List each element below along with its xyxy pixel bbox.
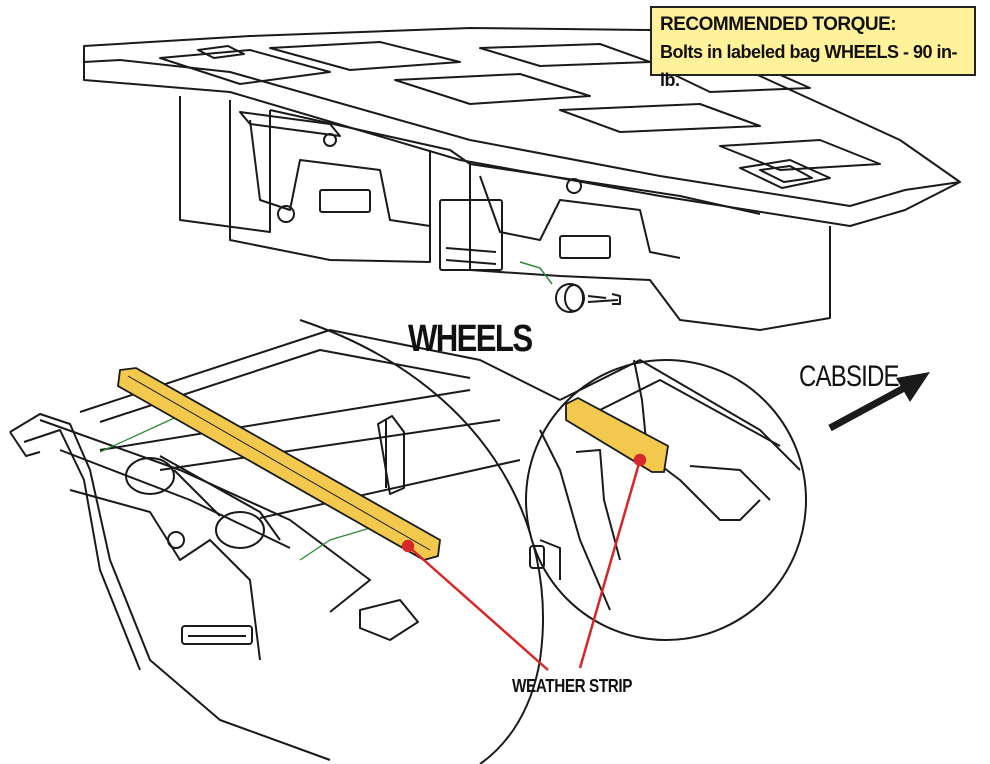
weather-strip-left	[117, 367, 441, 561]
detail-view	[525, 359, 807, 641]
weather-strip-detail	[565, 396, 669, 473]
arrow-up-right-icon	[828, 372, 930, 432]
toolbox-top-view	[83, 27, 961, 331]
torque-body: Bolts in labeled bag WHEELS - 90 in-lb.	[660, 42, 958, 90]
weather-strip-label: WEATHER STRIP	[512, 676, 632, 696]
wheel-guide-line	[519, 261, 553, 285]
wheels-label: WHEELS	[408, 318, 533, 360]
open-box-view	[9, 329, 561, 761]
magnifier-circle	[299, 319, 544, 764]
recommended-torque-callout: RECOMMENDED TORQUE: Bolts in labeled bag…	[650, 6, 976, 90]
cabside-label: CABSIDE	[799, 360, 900, 393]
weather-strip-leaders	[401, 453, 647, 671]
torque-title: RECOMMENDED TORQUE:	[660, 14, 897, 35]
